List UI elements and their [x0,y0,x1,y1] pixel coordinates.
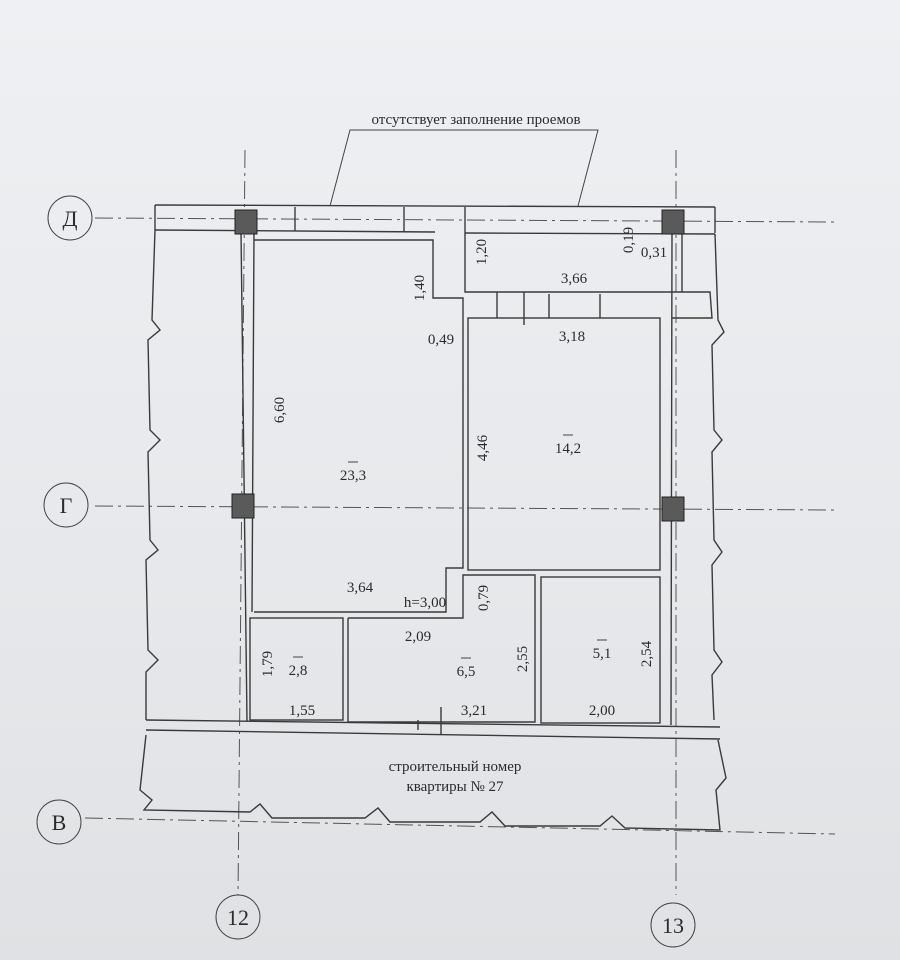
dim-3-21: 3,21 [461,703,487,719]
axis-lines [84,149,836,896]
room-wc-outline [249,617,344,721]
dim-2-00: 2,00 [589,703,615,719]
axis-bubble-g [43,482,89,528]
left-wall-column-line [240,230,248,723]
room-living-outline [254,239,464,613]
dim-2-55: 2,55 [515,646,531,672]
axis-bubble-v [36,799,82,845]
room-upper-right-outline [464,233,713,319]
axis-label-12: 12 [227,905,249,930]
dim-0-31: 0,31 [641,245,667,261]
ceiling-height: h=3,00 [404,595,446,611]
outer-walls [139,204,727,831]
bottom-wall-line-2 [145,729,721,740]
openings-note-leader [329,129,599,207]
labels: отсутствует заполнение проемов 6,60 1,40… [260,112,667,795]
dim-2-54: 2,54 [639,640,655,667]
dim-3-18: 3,18 [559,329,585,345]
dim-0-79: 0,79 [476,585,492,611]
dim-1-79: 1,79 [260,651,276,677]
bottom-wall-line-1 [145,719,721,728]
room-area-2-8: 2,8 [289,663,308,679]
column-d13 [661,209,685,235]
axis-label-g: Г [60,493,73,518]
axis-markers: Д Г В 12 13 [36,195,696,948]
dim-6-60: 6,60 [272,397,288,423]
lower-slab [139,734,727,831]
axis-bubble-d [47,195,93,241]
axis-line-v [84,817,836,835]
axis-bubble-13 [650,902,696,948]
column-g12 [231,493,255,519]
room-bath-outline [347,574,536,723]
note-leader-line [329,129,599,207]
dim-3-64: 3,64 [347,580,374,596]
right-wall-outer [711,233,725,721]
dim-1-55: 1,55 [289,703,315,719]
dim-0-19: 0,19 [621,227,637,253]
room-bedroom-outline [467,317,661,571]
column-g13 [661,496,685,522]
dim-3-66: 3,66 [561,271,588,287]
openings-note: отсутствует заполнение проемов [371,112,580,128]
right-wall-inner [670,233,673,726]
axis-bubble-12 [215,894,261,940]
rooms [249,233,713,734]
top-wall-outer [154,204,716,208]
left-wall-outer [145,229,161,720]
axis-label-v: В [52,810,67,835]
dim-0-49: 0,49 [428,332,454,348]
columns [231,209,685,522]
axis-label-13: 13 [662,913,684,938]
room-area-6-5: 6,5 [457,664,476,680]
left-room-wall [251,230,255,613]
column-d12 [234,209,258,235]
axis-label-d: Д [62,206,77,231]
room-small-outline [540,576,661,724]
dim-1-20: 1,20 [474,239,490,265]
room-area-23-3: 23,3 [340,468,366,484]
axis-line-g [94,505,836,511]
dim-1-40: 1,40 [412,275,428,301]
room-area-5-1: 5,1 [593,646,612,662]
building-number-line-1: строительный номер [389,759,522,775]
room-area-14-2: 14,2 [555,441,581,457]
dim-4-46: 4,46 [475,434,491,461]
building-number-line-2: квартиры № 27 [406,779,504,795]
dim-2-09: 2,09 [405,629,431,645]
axis-line-12 [237,149,246,896]
